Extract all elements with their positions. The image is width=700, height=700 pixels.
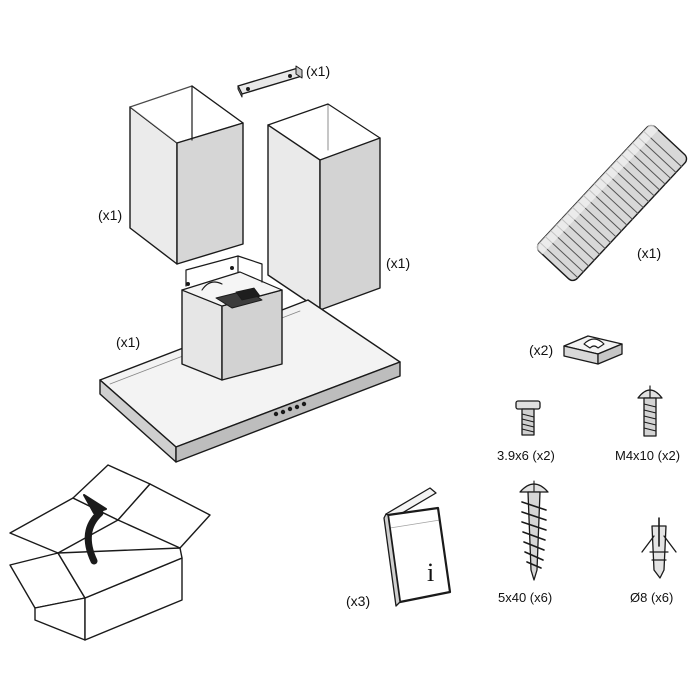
- control-buttons: [273, 401, 307, 417]
- left-chimney-qty-label: (x1): [98, 207, 123, 223]
- motor-qty-label: (x1): [116, 334, 141, 350]
- anchor-8-label: Ø8 (x6): [630, 590, 674, 605]
- screw-3-9x6-label: 3.9x6 (x2): [497, 448, 555, 463]
- screw-5x40: [519, 480, 549, 581]
- screw-m4x10-label: M4x10 (x2): [615, 448, 681, 463]
- mounting-clip: [563, 335, 623, 365]
- motor-housing: [181, 255, 283, 381]
- duct-qty-label: (x1): [637, 245, 662, 261]
- instruction-manual: [383, 487, 452, 607]
- screw-m4x10: [637, 385, 663, 437]
- packaging-box: [9, 464, 211, 641]
- right-chimney-cover: [267, 103, 381, 311]
- right-chimney-qty-label: (x1): [386, 255, 411, 271]
- manual-info-icon: i: [427, 558, 435, 587]
- mounting-bracket: [237, 65, 303, 98]
- hood-canopy: [99, 299, 401, 463]
- clip-qty-label: (x2): [529, 342, 554, 358]
- bracket-qty-label: (x1): [306, 63, 331, 79]
- flexible-duct: [535, 123, 688, 282]
- left-chimney-cover: [129, 85, 244, 265]
- screw-3-9x6: [515, 400, 541, 436]
- screw-5x40-label: 5x40 (x6): [498, 590, 553, 605]
- wall-anchor-8: [641, 517, 677, 579]
- manual-qty-label: (x3): [346, 593, 371, 609]
